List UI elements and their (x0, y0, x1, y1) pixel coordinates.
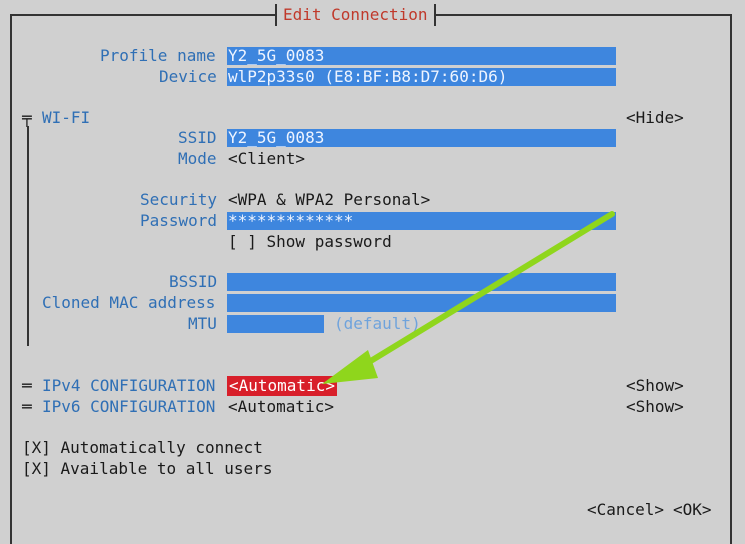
mtu-label: MTU (188, 314, 217, 333)
ok-button[interactable]: <OK> (673, 500, 712, 519)
wifi-section-marker: ╤ (22, 108, 32, 127)
bssid-label: BSSID (169, 272, 218, 291)
ipv6-label: IPv6 CONFIGURATION (42, 397, 216, 416)
ipv6-show-button[interactable]: <Show> (626, 397, 684, 416)
wifi-section-label: WI-FI (42, 108, 91, 127)
cancel-button[interactable]: <Cancel> (587, 500, 665, 519)
security-label: Security (140, 190, 218, 209)
ipv6-method-select[interactable]: <Automatic> (228, 397, 334, 416)
dialog-title: Edit Connection (283, 5, 428, 24)
auto-connect-checkbox[interactable]: [X] Automatically connect (22, 438, 263, 457)
security-select[interactable]: <WPA & WPA2 Personal> (228, 190, 431, 209)
ipv6-section-marker: ═ (22, 397, 32, 416)
ssid-field[interactable]: Y2_5G_0083 (227, 129, 616, 147)
mtu-hint: (default) (334, 314, 421, 333)
profile-name-field[interactable]: Y2_5G_0083 (227, 47, 616, 65)
ipv4-show-button[interactable]: <Show> (626, 376, 684, 395)
cloned-mac-field[interactable] (227, 294, 616, 312)
dialog-title-box: Edit Connection (275, 4, 436, 26)
all-users-checkbox[interactable]: [X] Available to all users (22, 459, 273, 478)
ipv4-section-marker: ═ (22, 376, 32, 395)
device-label: Device (159, 67, 217, 86)
bssid-field[interactable] (227, 273, 616, 291)
wifi-section-line (27, 126, 29, 346)
password-field[interactable]: ************* (227, 212, 616, 230)
mode-select[interactable]: <Client> (228, 149, 306, 168)
mode-label: Mode (178, 149, 217, 168)
mtu-field[interactable] (227, 315, 324, 333)
ipv4-label: IPv4 CONFIGURATION (42, 376, 216, 395)
wifi-hide-button[interactable]: <Hide> (626, 108, 684, 127)
ssid-label: SSID (178, 128, 217, 147)
show-password-checkbox[interactable]: [ ] Show password (228, 232, 392, 251)
ipv4-method-select[interactable]: <Automatic> (227, 376, 337, 396)
profile-name-label: Profile name (100, 46, 216, 65)
password-label: Password (140, 211, 218, 230)
device-field[interactable]: wlP2p33s0 (E8:BF:B8:D7:60:D6) (227, 68, 616, 86)
cloned-mac-label: Cloned MAC address (42, 293, 216, 312)
